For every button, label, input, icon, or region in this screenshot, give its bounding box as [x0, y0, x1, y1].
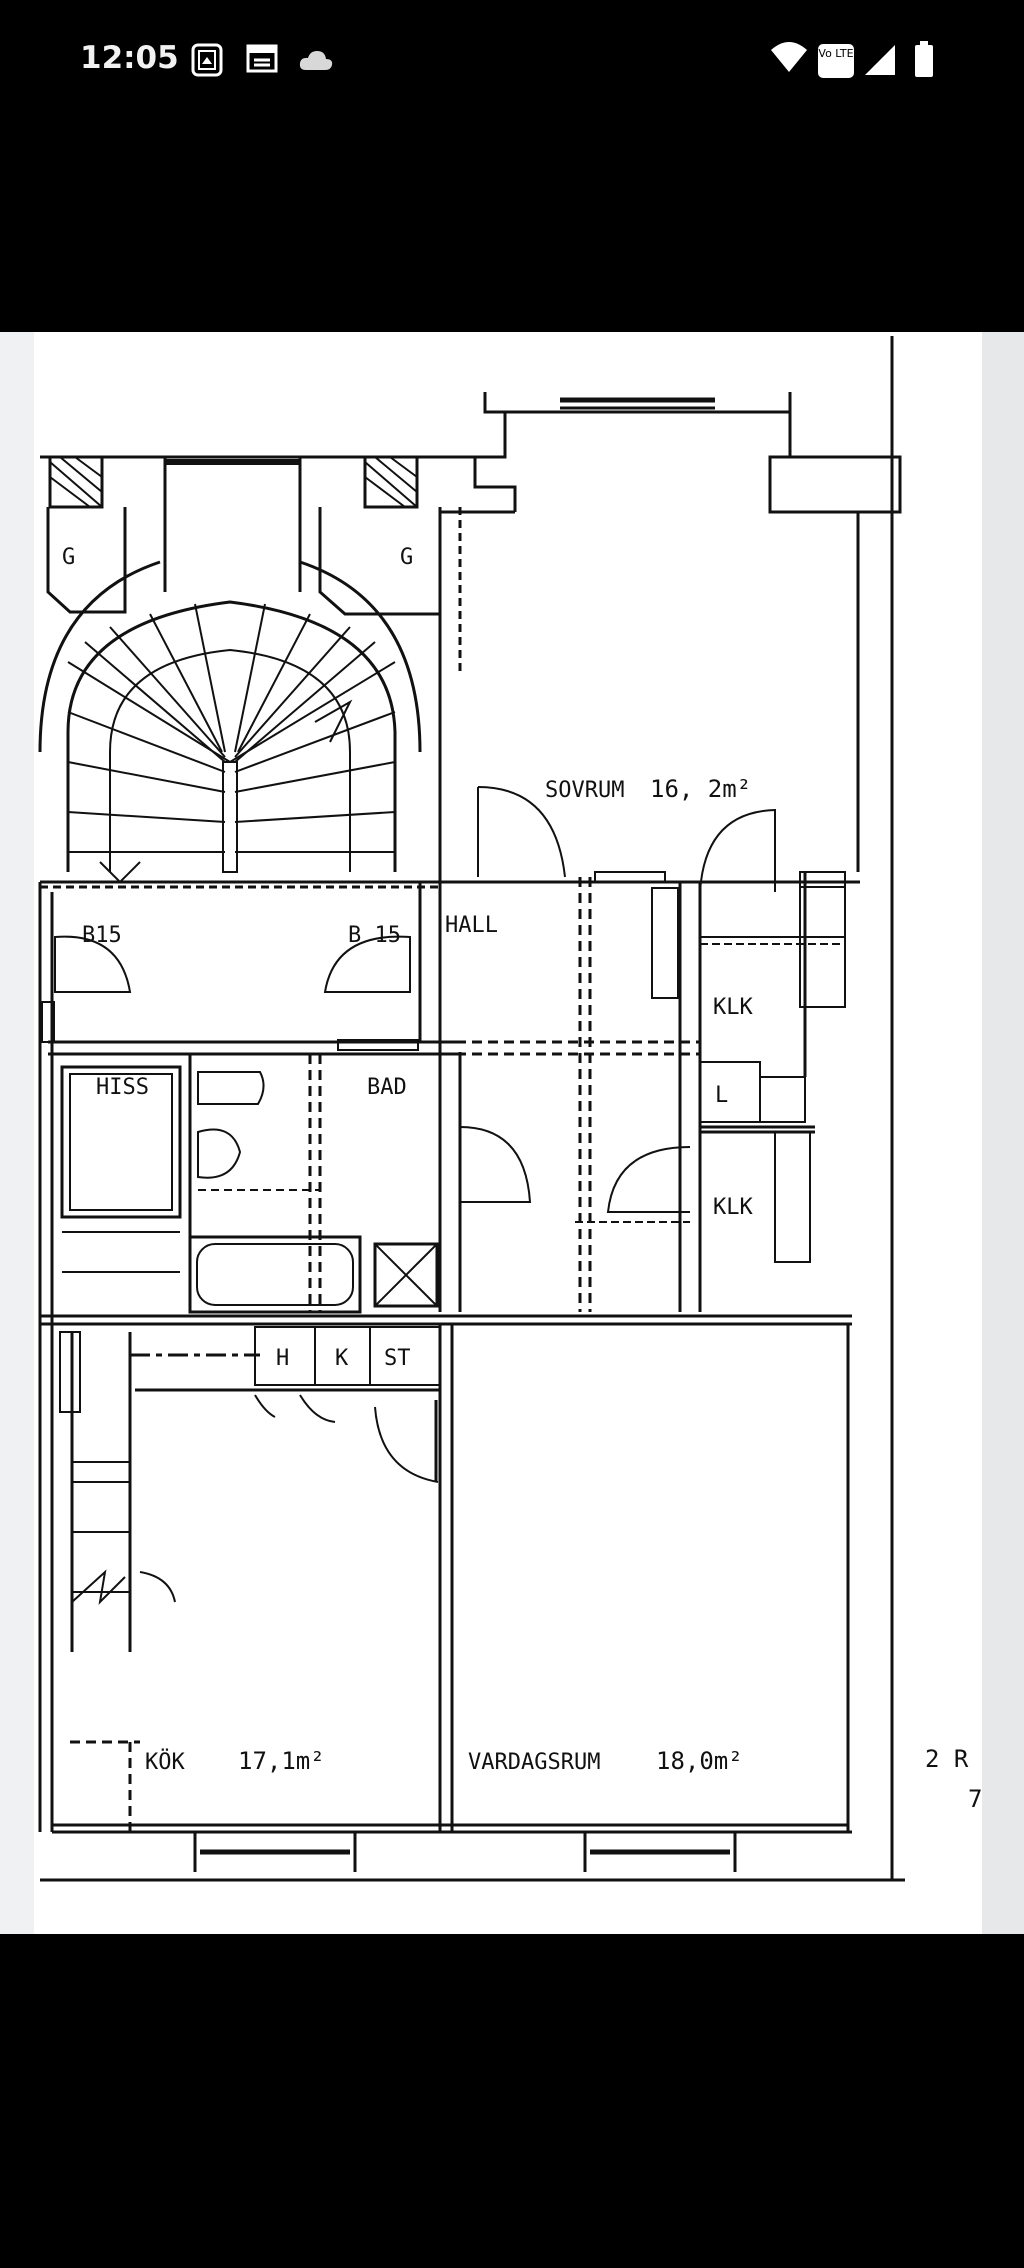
- sovrum-area: 16, 2m²: [650, 775, 751, 803]
- wifi-icon: [771, 42, 807, 72]
- status-time: 12:05: [80, 40, 179, 76]
- hiss-label: HISS: [96, 1075, 149, 1100]
- h-label: H: [276, 1346, 289, 1371]
- cloud-icon: [299, 51, 333, 70]
- vardagsrum-label: VARDAGSRUM: [468, 1750, 600, 1775]
- bad-label: BAD: [367, 1075, 407, 1100]
- hall-label: HALL: [445, 913, 498, 938]
- kok-area: 17,1m²: [238, 1747, 325, 1775]
- floor-plan-drawing: SOVRUM 16, 2m² HALL B15 B 15 G G HISS BA…: [0, 332, 1024, 1934]
- sovrum-label: SOVRUM: [545, 778, 624, 803]
- calendar-icon: [246, 44, 278, 73]
- b15-right-label: B 15: [348, 923, 401, 948]
- g-left-label: G: [62, 545, 75, 570]
- st-label: ST: [384, 1346, 411, 1371]
- klk-top-label: KLK: [713, 995, 753, 1020]
- signal-icon: [865, 45, 895, 75]
- edge-text-top: 2 R: [925, 1745, 969, 1773]
- volte-icon: Vo LTE: [818, 44, 854, 78]
- vardagsrum-area: 18,0m²: [656, 1747, 743, 1775]
- floor-plan-image[interactable]: SOVRUM 16, 2m² HALL B15 B 15 G G HISS BA…: [0, 332, 1024, 1934]
- battery-icon: [915, 41, 933, 77]
- b15-left-label: B15: [82, 923, 122, 948]
- g-right-label: G: [400, 545, 413, 570]
- status-bar: 12:05 Vo LTE: [0, 0, 1024, 120]
- k-label: K: [335, 1346, 349, 1371]
- kok-label: KÖK: [145, 1749, 185, 1775]
- edge-text-bottom: 7: [968, 1785, 982, 1813]
- klk-bottom-label: KLK: [713, 1195, 753, 1220]
- volte-label: Vo LTE: [818, 47, 854, 60]
- gallery-icon: [191, 43, 223, 77]
- l-label: L: [715, 1083, 728, 1108]
